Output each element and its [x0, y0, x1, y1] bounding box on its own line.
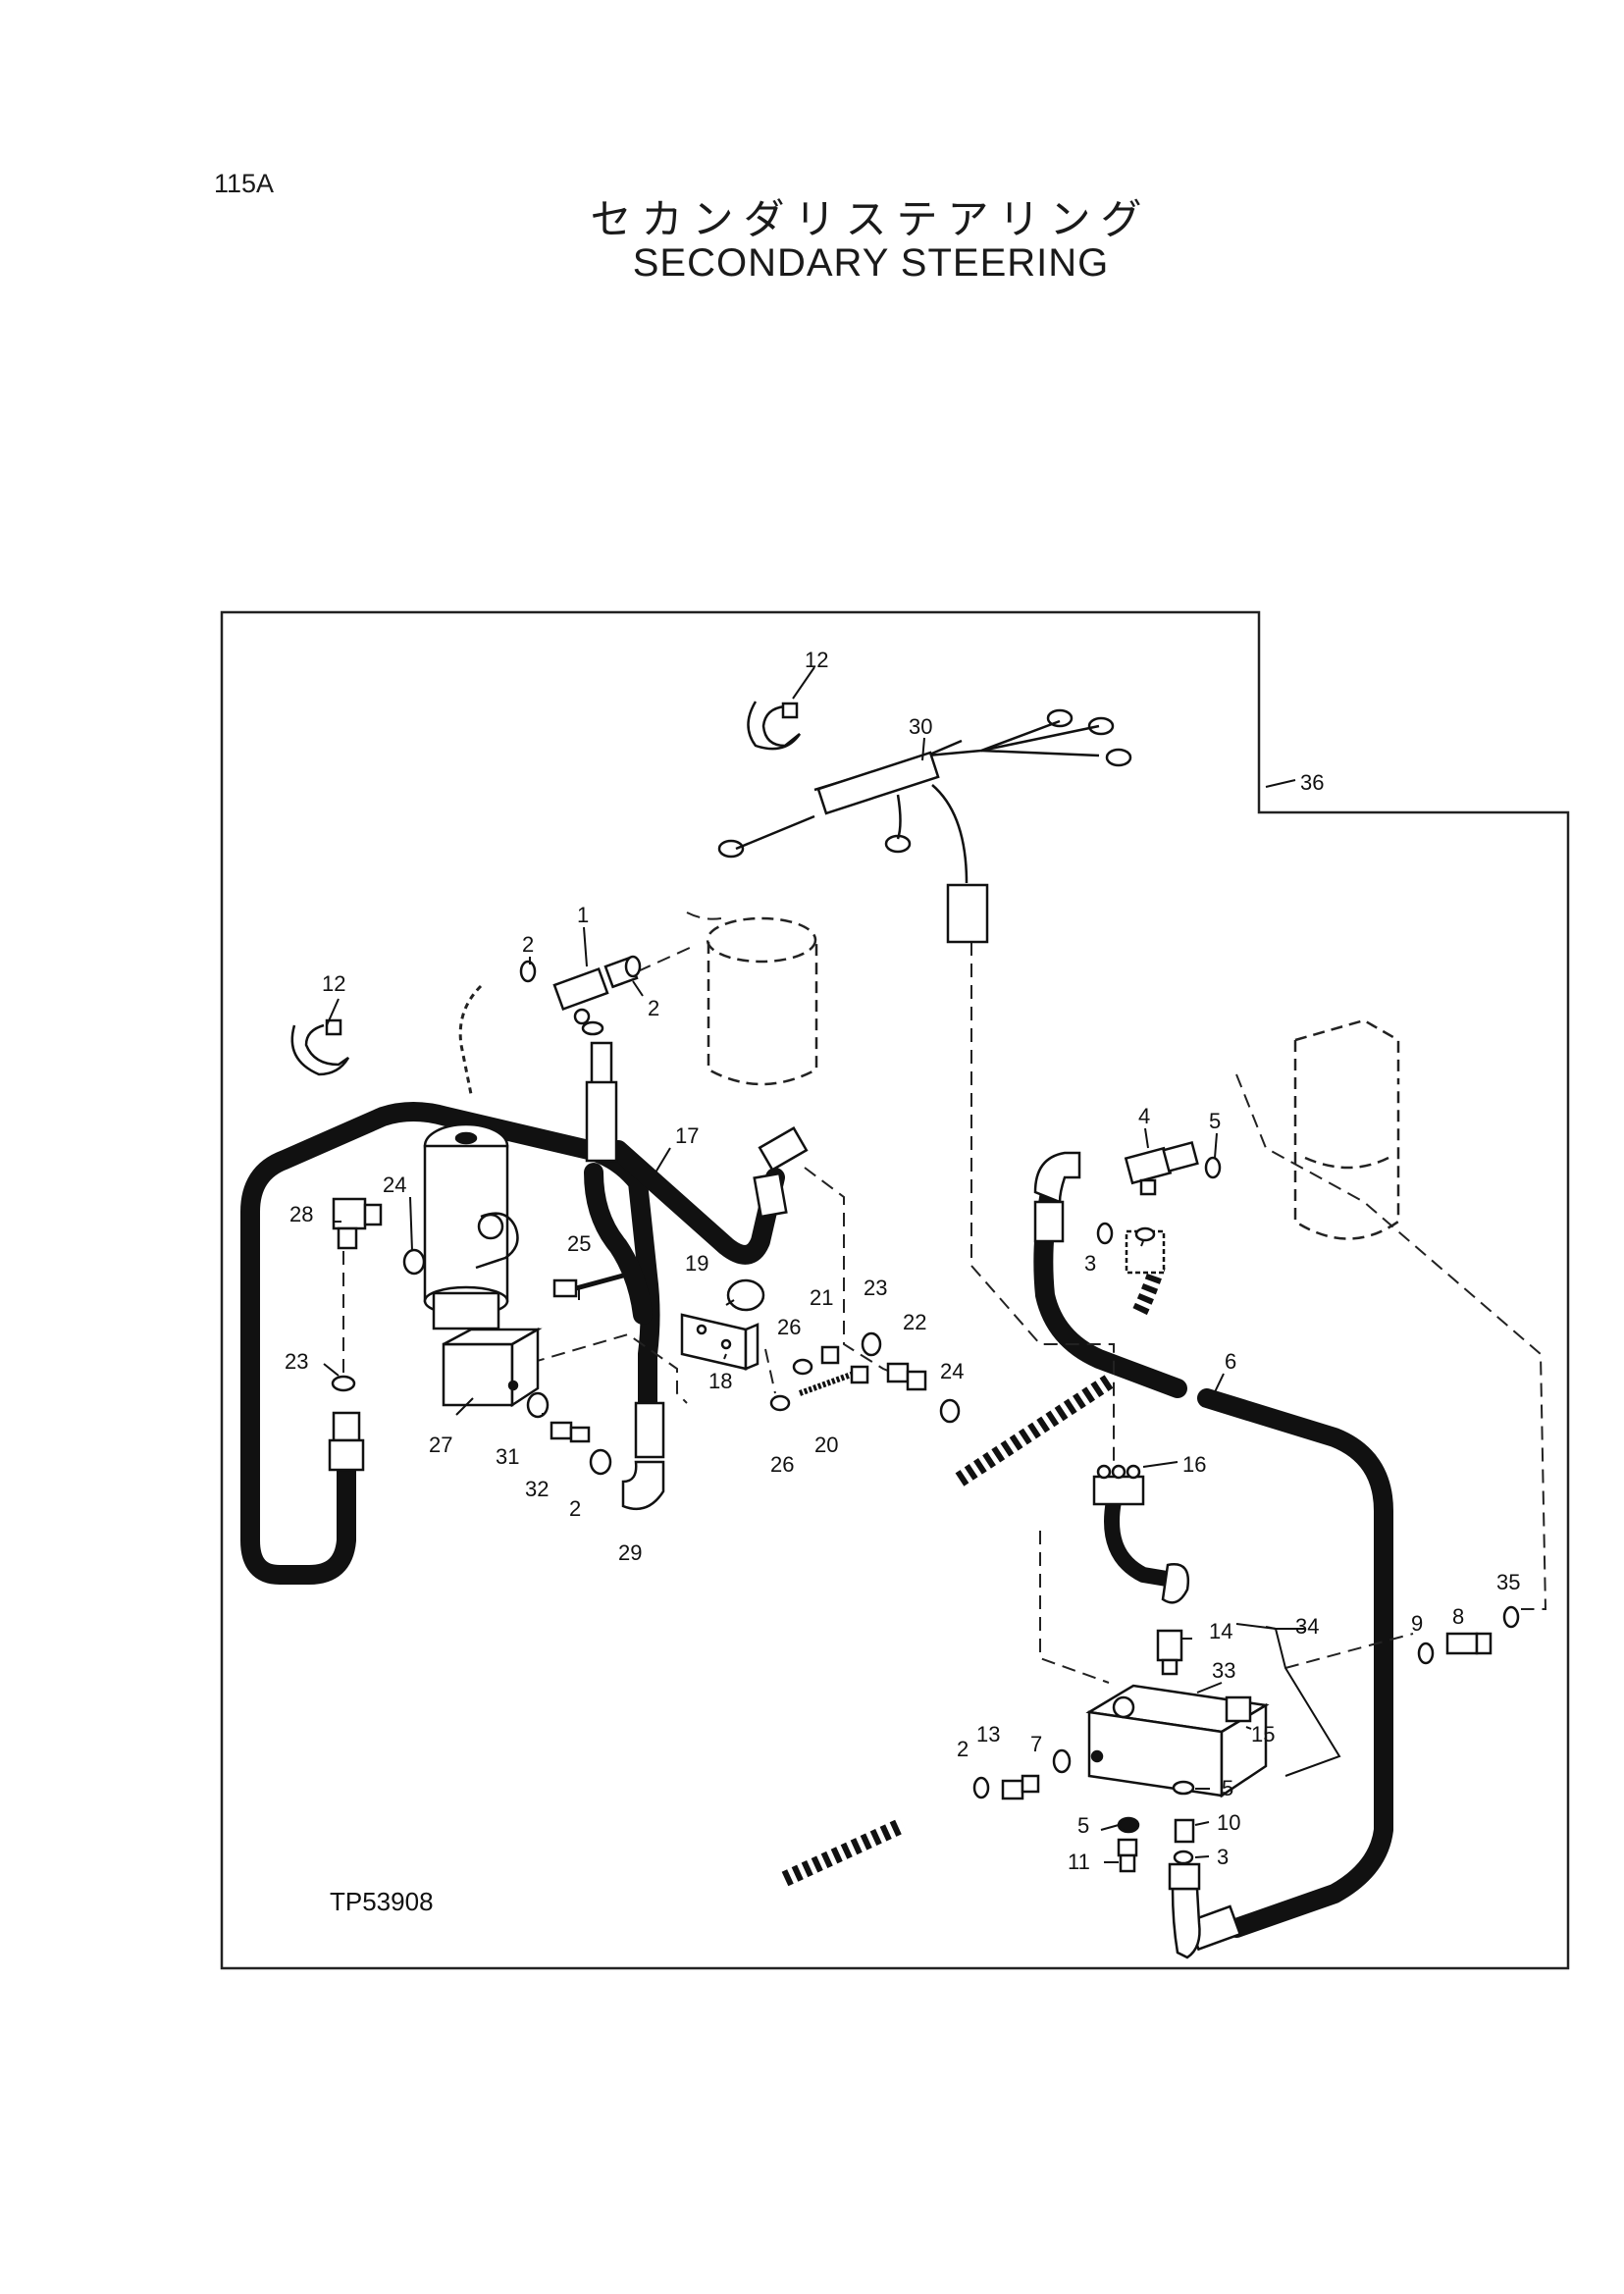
callout-8: 8: [1452, 1604, 1464, 1629]
dash-27: [509, 1332, 688, 1404]
hose-left-loop: [240, 1102, 660, 1585]
callout-7: 7: [1030, 1732, 1042, 1756]
fitting-28: [332, 1197, 383, 1250]
callout-18: 18: [708, 1369, 732, 1393]
callouts: 1 2 2 2 2 3 3 4 5 5 5 6 7 8 9 10 11 12 1…: [285, 648, 1520, 1874]
callout-23: 23: [285, 1349, 308, 1374]
callout-31: 31: [496, 1444, 519, 1469]
callout-13: 13: [976, 1722, 1000, 1747]
fitting-1: [552, 956, 639, 1163]
callout-3: 3: [1084, 1251, 1096, 1276]
title-english: SECONDARY STEERING: [632, 241, 1110, 285]
callout-24: 24: [383, 1173, 406, 1197]
dash-connector-main: [970, 942, 1115, 1501]
dash-filter-top: [686, 912, 727, 920]
dash-right-block: [1284, 1633, 1414, 1669]
callout-35: 35: [1496, 1570, 1520, 1594]
elbow-bottom: [1168, 1862, 1242, 1959]
title-japanese: セカンダリステアリング: [590, 195, 1152, 243]
o-rings: [331, 955, 1520, 1865]
callout-5: 5: [1077, 1813, 1089, 1838]
callout-2: 2: [569, 1496, 581, 1521]
callout-27: 27: [429, 1433, 452, 1457]
clamp-12-left: [290, 1018, 350, 1076]
dash-from-17: [804, 1167, 909, 1380]
callout-5: 5: [1222, 1776, 1233, 1800]
hose-17: [608, 1140, 785, 1265]
callout-1: 1: [577, 903, 589, 927]
callout-15: 15: [1251, 1722, 1275, 1747]
diagram-frame: [220, 610, 1570, 1970]
elbow-17-top: [753, 1126, 809, 1219]
fitting-4: [1033, 1140, 1199, 1243]
callout-32: 32: [525, 1477, 549, 1501]
dash-from-1: [637, 946, 693, 972]
fitting-left-bottom: [328, 1411, 365, 1472]
callout-2: 2: [648, 996, 659, 1020]
callout-25: 25: [567, 1231, 591, 1256]
callout-4: 4: [1138, 1104, 1150, 1128]
callout-17: 17: [675, 1123, 699, 1148]
dash-20: [764, 1348, 776, 1394]
clamp-12-top: [747, 701, 802, 751]
motor-pump-27: [423, 1122, 543, 1408]
callout-26: 26: [770, 1452, 794, 1477]
callout-24: 24: [940, 1359, 964, 1383]
small-parts: [550, 1229, 1493, 1873]
callout-23: 23: [864, 1276, 887, 1300]
hose-6: [1197, 1388, 1393, 1938]
bracket-18: [680, 1313, 760, 1371]
callout-12: 12: [322, 971, 345, 996]
elbow-29: [621, 1401, 665, 1511]
fitting-16: [1092, 1464, 1190, 1604]
hose-striped-center: [952, 1375, 1114, 1488]
callout-29: 29: [618, 1540, 642, 1565]
callout-16: 16: [1182, 1452, 1206, 1477]
hose-striped-bottom: [781, 1817, 907, 1887]
callout-10: 10: [1217, 1810, 1240, 1835]
callout-3: 3: [1217, 1845, 1229, 1869]
ghost-filter-top: [706, 916, 818, 1086]
callout-6: 6: [1225, 1349, 1236, 1374]
callout-14: 14: [1209, 1619, 1232, 1643]
ghost-hose-left: [458, 984, 483, 1095]
callout-2: 2: [957, 1737, 969, 1761]
page-number: 115A: [214, 169, 275, 198]
hose-16: [1104, 1493, 1180, 1588]
dashed-lines: [342, 912, 1547, 1684]
ghost-filter-right: [1293, 1018, 1400, 1240]
callout-28: 28: [289, 1202, 313, 1226]
dash-top-right-cylinder: [1235, 1073, 1547, 1610]
figure-reference: TP53908: [330, 1887, 434, 1916]
callout-11: 11: [1068, 1850, 1090, 1874]
dash-bottom-block: [1039, 1531, 1110, 1684]
callout-19: 19: [685, 1251, 708, 1276]
callout-5: 5: [1209, 1109, 1221, 1133]
callout-2: 2: [522, 932, 534, 957]
callout-26: 26: [777, 1315, 801, 1339]
callout-9: 9: [1411, 1611, 1423, 1636]
callout-22: 22: [903, 1310, 926, 1334]
callout-36: 36: [1300, 770, 1324, 795]
callout-20: 20: [814, 1433, 838, 1457]
block-33: [1085, 1684, 1270, 1799]
callout-34: 34: [1295, 1614, 1319, 1639]
harness-30: [717, 708, 1132, 944]
callout-12: 12: [805, 648, 828, 672]
callout-21: 21: [810, 1285, 833, 1310]
hose-17-vertical: [584, 1163, 653, 1325]
hoses: [240, 1102, 1393, 1938]
callout-30: 30: [909, 714, 932, 739]
leader-lines: [323, 666, 1341, 1863]
callout-33: 33: [1212, 1658, 1235, 1683]
